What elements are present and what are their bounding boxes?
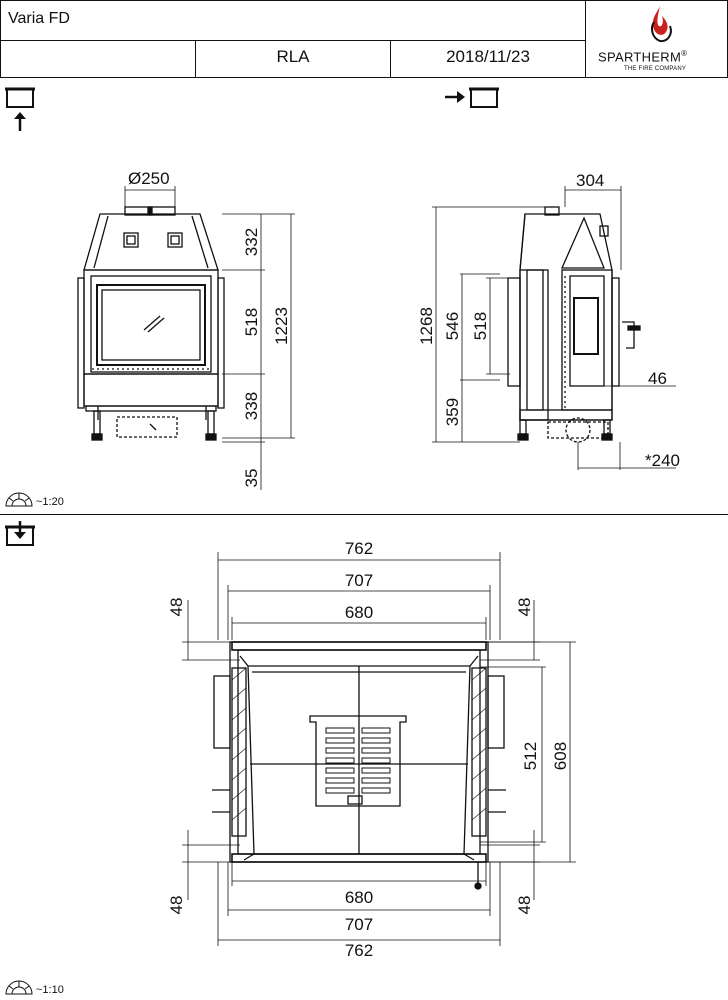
title-divider-v2: [390, 40, 391, 77]
dim-side-offset: 46: [648, 369, 667, 388]
dim-front-base: 338: [242, 392, 261, 420]
title-divider-v1: [195, 40, 196, 77]
brand-flame-icon: [651, 6, 672, 43]
dim-side-door-a: 546: [443, 312, 462, 340]
scale-lower: ~1:10: [36, 984, 64, 996]
brand-tagline: THE FIRE COMPANY: [624, 66, 687, 72]
dim-bottom-mid-w: 707: [345, 915, 373, 934]
flue-diameter-label: Ø250: [128, 169, 170, 188]
dim-front-top: 332: [242, 228, 261, 256]
drawing-date: 2018/11/23: [446, 47, 530, 66]
brand-text: SPARTHERM: [598, 49, 682, 65]
dim-side-base: 359: [443, 398, 462, 426]
front-view: Ø250 332 518 1223 338 35: [77, 169, 295, 490]
dim-top-outer-w: 762: [345, 539, 373, 558]
dim-top-inner-w: 680: [345, 603, 373, 622]
scale-icon: [5, 980, 33, 995]
dim-side-outer: *240: [645, 451, 680, 470]
dim-inner-height: 512: [521, 742, 540, 770]
title-divider-h: [0, 40, 585, 41]
scale-upper: ~1:20: [36, 496, 64, 508]
dim-bottom-outer-w: 762: [345, 941, 373, 960]
dim-left-bottom-edge: 48: [167, 896, 186, 915]
brand-registered: ®: [681, 49, 688, 58]
brand-name: SPARTHERM®: [598, 49, 687, 64]
dim-front-foot: 35: [242, 469, 261, 488]
dim-front-total: 1223: [272, 307, 291, 345]
dim-left-top-edge: 48: [167, 598, 186, 617]
section-divider: [0, 514, 728, 515]
dim-side-door-b: 518: [471, 312, 490, 340]
dim-side-depth-top: 304: [576, 171, 604, 190]
view-side-icon: [445, 87, 499, 108]
dim-bottom-inner-w: 680: [345, 888, 373, 907]
model-name: Varia FD: [8, 10, 70, 27]
dim-side-total: 1268: [417, 307, 436, 345]
scale-icon: [5, 492, 33, 507]
variant-label: RLA: [276, 47, 310, 66]
view-top-icon: [5, 521, 35, 546]
dim-top-mid-w: 707: [345, 571, 373, 590]
dim-right-bottom-edge: 48: [515, 896, 534, 915]
view-front-icon: [5, 87, 35, 131]
side-view: 304 1268 546 518 359 46 *240: [417, 171, 680, 470]
top-view: 762 707 680 680 707 762 48 48 48 48 512 …: [167, 539, 576, 960]
title-divider-v3: [585, 0, 586, 77]
dim-outer-height: 608: [551, 742, 570, 770]
dim-front-door: 518: [242, 308, 261, 336]
dim-right-top-edge: 48: [515, 598, 534, 617]
